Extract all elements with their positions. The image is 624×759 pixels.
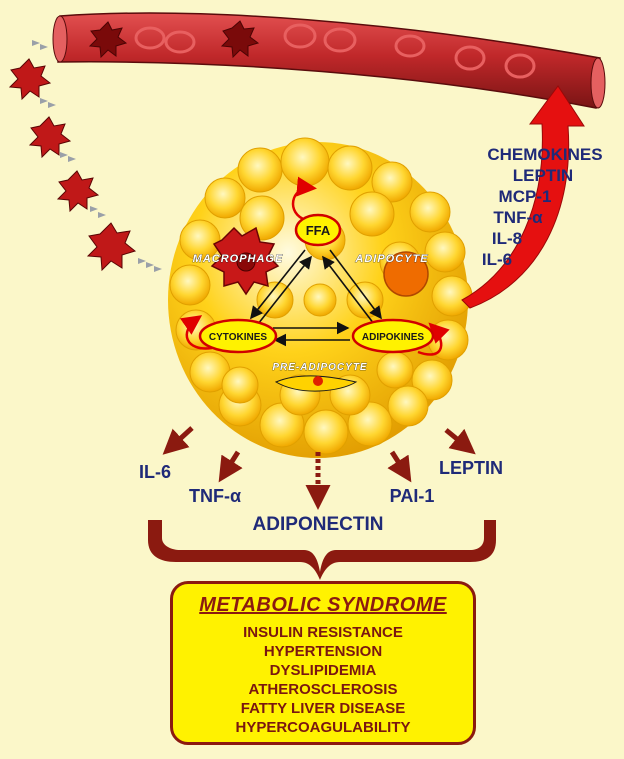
chemokine-item: LEPTIN <box>513 166 573 185</box>
chemokine-item: IL-6 <box>482 250 512 269</box>
chemokine-item: CHEMOKINES <box>487 145 602 164</box>
pre-adipocyte-label: PRE-ADIPOCYTE <box>272 362 367 373</box>
secretion-arrows <box>162 426 476 510</box>
red-blood-cells <box>134 23 536 79</box>
chemokine-item: MCP-1 <box>499 187 552 206</box>
secreted-leptin: LEPTIN <box>439 458 503 478</box>
secreted-pai1: PAI-1 <box>390 486 435 506</box>
node-ffa: FFA <box>294 213 342 247</box>
macrophage-nucleus <box>236 252 256 272</box>
blood-vessel <box>52 12 606 109</box>
monocyte <box>8 58 52 101</box>
chemokine-item: TNF-α <box>493 208 543 227</box>
adipocyte-cell <box>383 251 429 297</box>
autocrine-loops <box>179 176 450 356</box>
adipokines-label: ADIPOKINES <box>362 332 425 343</box>
secreted-tnfa: TNF-α <box>189 486 241 506</box>
metabolic-syndrome-title: METABOLIC SYNDROME <box>199 594 447 616</box>
monocyte-in-vessel <box>88 21 128 59</box>
metabolic-syndrome-box: METABOLIC SYNDROME INSULIN RESISTANCE HY… <box>170 581 476 745</box>
converging-brace <box>148 520 496 580</box>
monocyte <box>56 170 100 213</box>
monocyte <box>86 222 137 272</box>
macrophage-label: MACROPHAGE <box>193 253 284 265</box>
ffa-label: FFA <box>306 223 331 238</box>
migrating-monocytes <box>8 40 162 272</box>
monocyte <box>28 116 72 159</box>
adipose-tissue <box>168 137 473 458</box>
condition-item: INSULIN RESISTANCE <box>243 624 403 641</box>
secreted-il6: IL-6 <box>139 462 171 482</box>
secreted-adiponectin: ADIPONECTIN <box>253 514 384 535</box>
secretion-arrow-to-vessel <box>461 85 585 309</box>
adipocyte-label: ADIPOCYTE <box>354 253 428 265</box>
monocyte-in-vessel <box>220 20 260 59</box>
feedback-network <box>250 249 382 347</box>
node-cytokines: CYTOKINES <box>198 318 278 354</box>
node-adipokines: ADIPOKINES <box>351 318 435 354</box>
condition-item: FATTY LIVER DISEASE <box>240 700 406 717</box>
chemokine-item: IL-8 <box>492 229 522 248</box>
condition-item: DYSLIPIDEMIA <box>269 662 377 679</box>
cytokines-label: CYTOKINES <box>209 332 267 343</box>
condition-item: HYPERCOAGULABILITY <box>235 719 411 736</box>
condition-item: ATHEROSCLEROSIS <box>248 681 398 698</box>
metabolic-syndrome-list: INSULIN RESISTANCE HYPERTENSION DYSLIPID… <box>173 623 473 737</box>
chemokine-list: CHEMOKINES LEPTIN MCP-1 TNF-α IL-8 IL-6 <box>482 145 603 269</box>
condition-item: HYPERTENSION <box>263 643 383 660</box>
